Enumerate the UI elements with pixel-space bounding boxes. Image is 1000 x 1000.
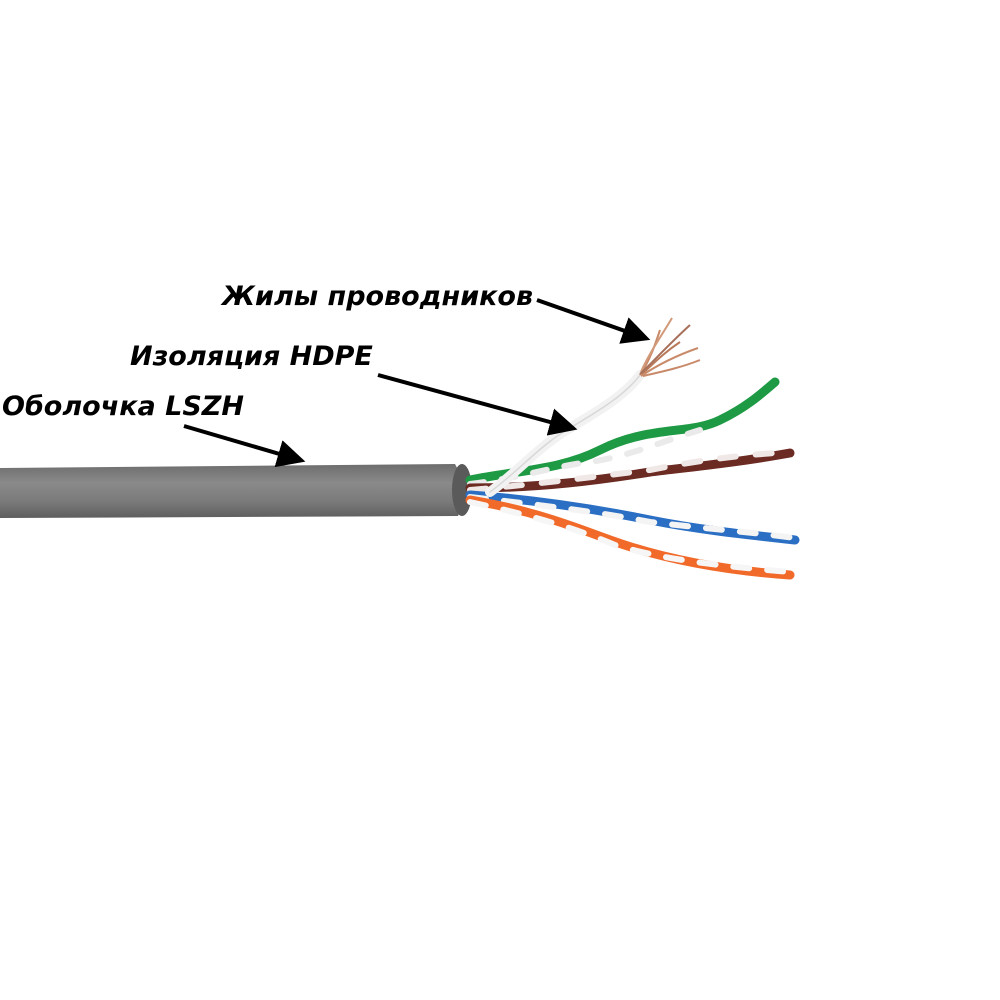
arrow-sheath — [183, 424, 306, 468]
label-sheath: Оболочка LSZH — [2, 391, 244, 422]
cable-sheath — [0, 464, 472, 518]
twisted-pair-orange — [465, 495, 795, 580]
arrow-conductors — [536, 298, 651, 344]
label-insulation: Изоляция HDPE — [130, 341, 373, 372]
twisted-pair-brown — [465, 448, 795, 493]
label-conductors: Жилы проводников — [222, 281, 534, 312]
twisted-pair-blue — [465, 490, 800, 545]
copper-strands — [639, 317, 701, 377]
arrow-insulation — [377, 373, 578, 436]
